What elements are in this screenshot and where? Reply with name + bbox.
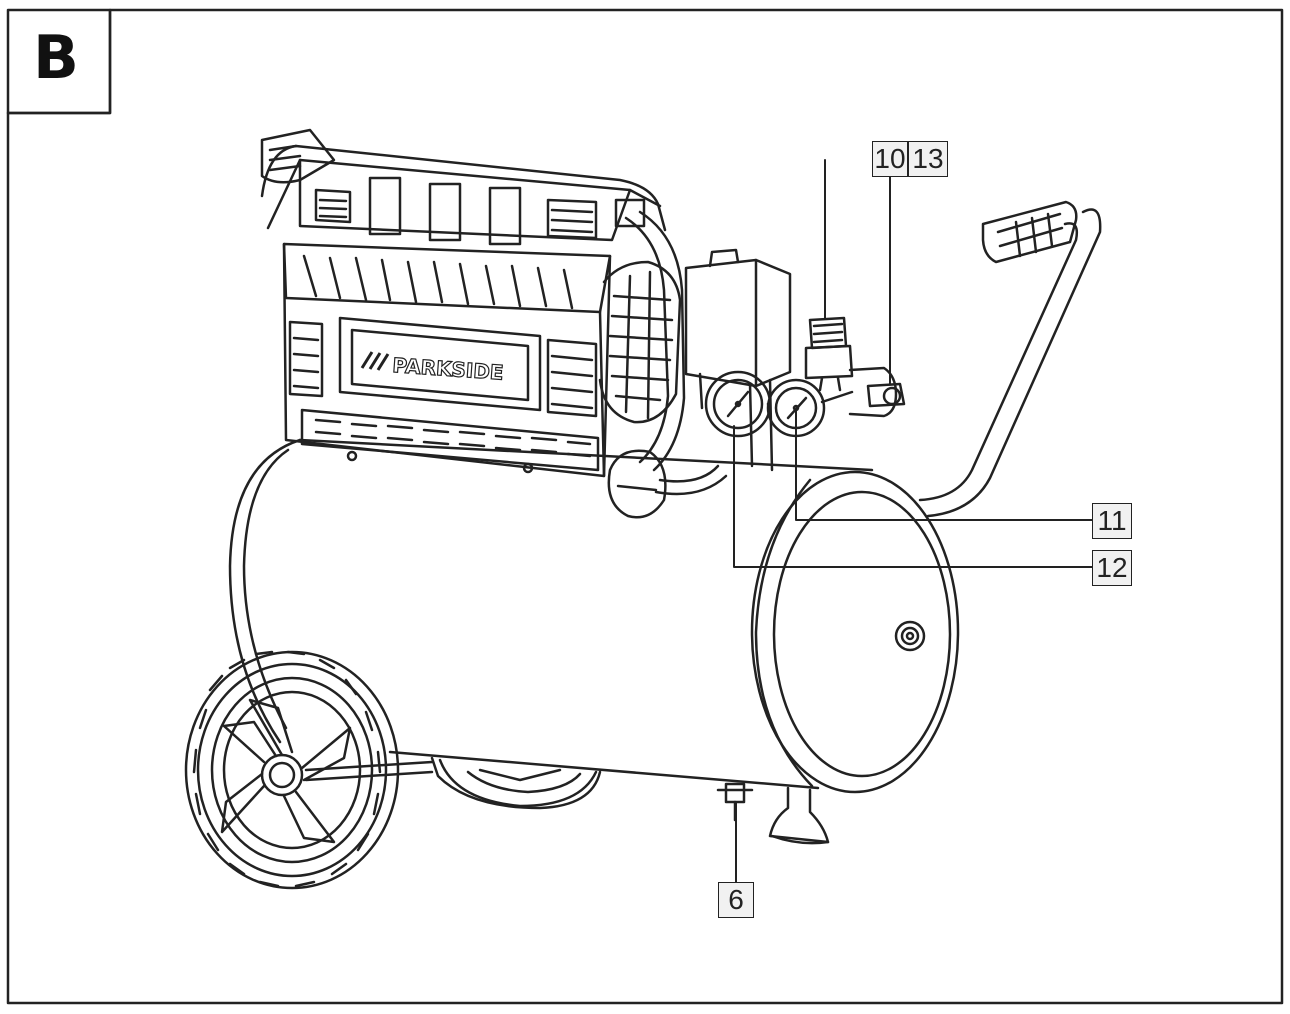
callout-13: 13 xyxy=(908,141,948,177)
leader-lines xyxy=(733,159,1093,883)
front-wheel xyxy=(184,650,434,890)
motor-housing xyxy=(260,128,667,478)
air-tank xyxy=(228,438,960,845)
carry-handle xyxy=(918,200,1102,518)
brand-text: PARKSIDE xyxy=(392,353,505,385)
brand-plate xyxy=(338,316,542,412)
callout-12: 12 xyxy=(1092,550,1132,586)
callout-10: 10 xyxy=(872,141,908,177)
air-hose xyxy=(607,198,728,519)
figure-letter-box xyxy=(6,8,112,115)
figure-frame xyxy=(6,8,1284,1005)
rear-wheel xyxy=(438,758,598,808)
brand-logo: PARKSIDE xyxy=(360,351,505,385)
callout-11: 11 xyxy=(1092,503,1132,539)
pressure-regulator xyxy=(804,316,906,418)
tank-pressure-gauge xyxy=(704,370,772,438)
fan-guard xyxy=(598,260,682,424)
callout-6: 6 xyxy=(718,882,754,918)
